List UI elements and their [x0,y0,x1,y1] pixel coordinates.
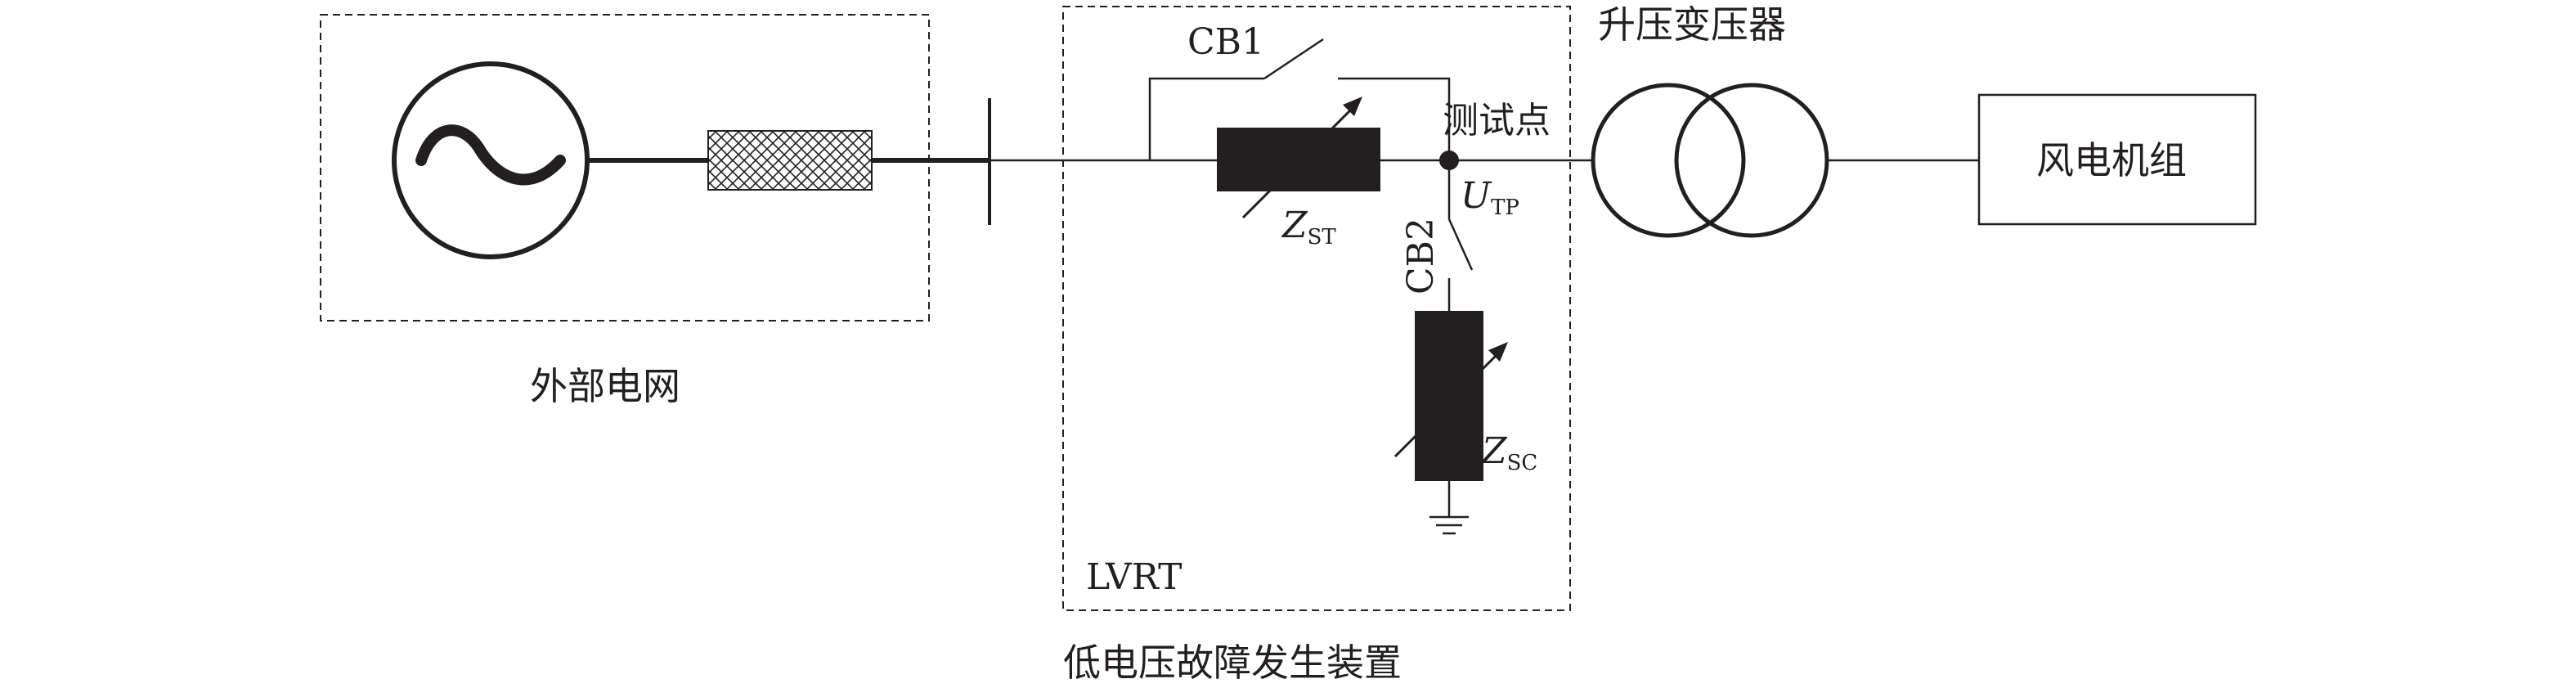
wind-turbine-box [1977,93,2257,226]
transformer-icon [1591,83,1829,238]
cb2-label: CB2 [1400,218,1442,295]
utp-label: UTP [1461,175,1519,220]
zst-sub: ST [1308,225,1337,250]
grid-dashed-box [320,14,930,322]
zst-impedance [1217,128,1380,191]
utp-main: U [1461,175,1492,217]
zsc-main: Z [1480,430,1508,472]
zsc-label: ZSC [1480,430,1537,475]
cb2-breaker [1447,160,1474,311]
zsc-sub: SC [1507,451,1538,475]
zsc-impedance [1415,311,1483,481]
ac-source-icon [392,61,590,259]
cb1-label: CB1 [1187,21,1264,63]
utp-sub: TP [1491,196,1519,220]
lvrt-dashed-box [1062,6,1571,611]
zst-label: ZST [1281,205,1336,250]
zst-arrow-head [1343,97,1362,116]
zst-variable-arrow [1241,101,1359,219]
zsc-variable-arrow [1393,347,1505,458]
line-impedance-icon [707,130,873,191]
transformer-label: 升压变压器 [1598,2,1786,47]
zst-main: Z [1281,205,1308,246]
grid-label: 外部电网 [530,364,680,408]
zsc-arrow-head [1488,342,1508,362]
test-point-label: 测试点 [1443,100,1551,142]
lvrt-caption: 低电压故障发生装置 [1063,641,1402,685]
lvrt-tag: LVRT [1086,556,1182,598]
wind-turbine-label: 风电机组 [2036,138,2187,182]
ground-icon [1429,481,1469,535]
cb1-breaker [1148,38,1451,160]
